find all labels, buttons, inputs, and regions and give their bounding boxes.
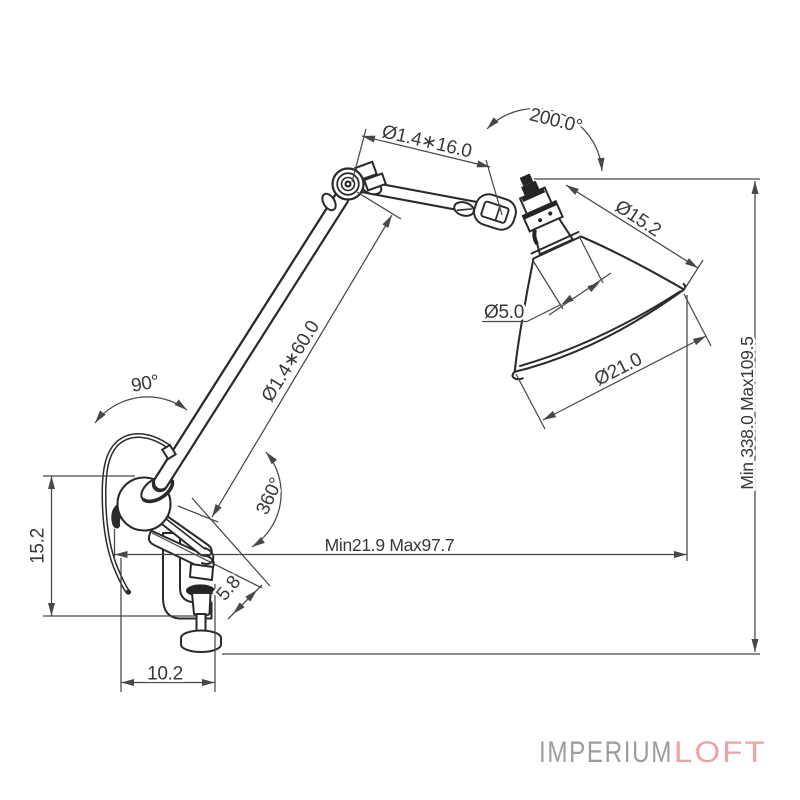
- svg-text:15.2: 15.2: [28, 528, 49, 564]
- svg-text:Min21.9 Max97.7: Min21.9 Max97.7: [325, 535, 455, 555]
- svg-text:90°: 90°: [130, 371, 161, 397]
- svg-text:LOFT: LOFT: [674, 736, 767, 769]
- svg-text:Ø5.0: Ø5.0: [484, 302, 524, 323]
- svg-text:10.2: 10.2: [147, 664, 183, 685]
- svg-text:IMPERIUM: IMPERIUM: [539, 736, 673, 769]
- svg-text:Min 338.0 Max109.5: Min 338.0 Max109.5: [737, 336, 757, 489]
